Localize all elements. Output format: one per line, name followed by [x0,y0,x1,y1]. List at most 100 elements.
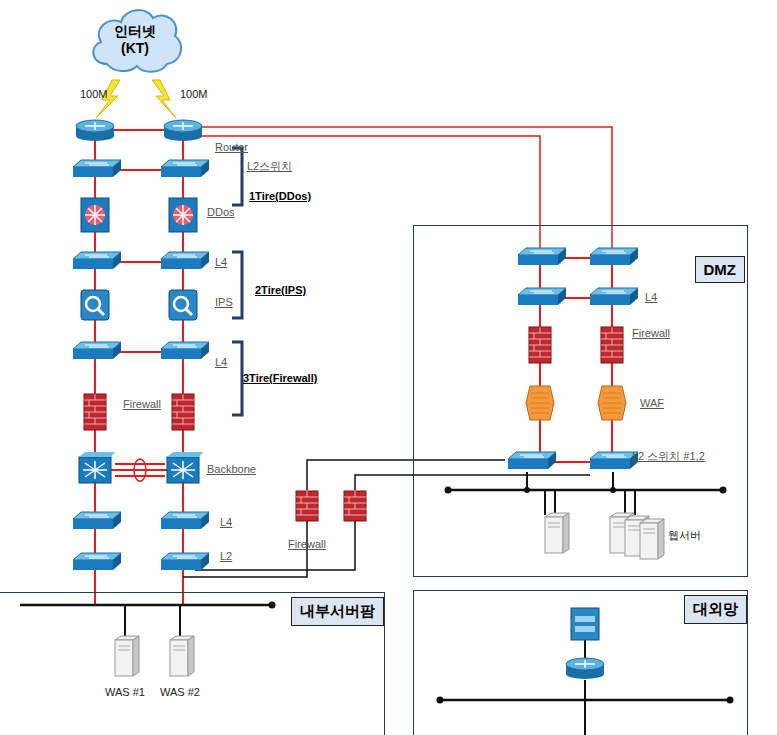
wire [118,650,130,651]
lightning-symbol [152,80,176,118]
wire [584,660,586,668]
wire [183,136,540,258]
wire [173,255,195,256]
zone-heading: 내부서버팜 [291,597,384,626]
drawing-stroke [545,517,563,553]
wire [307,503,308,509]
wire [584,680,586,700]
wire [95,394,96,400]
wire [612,351,613,357]
wire [531,398,549,399]
bus-end [727,697,734,704]
wire [613,523,625,524]
wire [177,400,178,406]
drawing-stroke [161,519,201,529]
drawing-stroke [76,120,114,132]
drawing-stroke [79,452,115,457]
wire [554,490,556,515]
wire [602,291,624,292]
drawing-stroke [113,252,121,269]
wire [195,520,355,570]
gateway-icon [571,608,599,640]
drawing-stroke [518,295,558,305]
wire [183,127,612,258]
device-label: 100M [80,88,108,101]
wire [602,251,624,252]
wire [307,491,308,497]
waf-icon [526,386,554,420]
device-label: 1Tire(DDos) [249,190,311,203]
wire [606,345,607,351]
wire [85,255,107,256]
wire [628,526,640,527]
wire [603,398,621,399]
zone-region: 내부서버팜 [0,592,385,735]
wire [643,529,655,530]
ddos-icon [169,198,197,232]
device-label: Backbone [207,463,256,476]
wire [173,345,195,346]
backbone-icon [79,457,111,483]
bus-end [269,602,276,609]
firewall-icon [344,491,366,521]
zone-heading: 대외망 [684,595,747,624]
switch-icon [73,553,121,560]
drawing-stroke [566,658,604,670]
wire [540,327,541,333]
wire [173,646,185,647]
wire [448,489,723,492]
drawing-stroke [113,160,121,177]
wire [524,457,544,458]
drawing-stroke [167,452,203,457]
switch-icon [73,160,121,167]
wire [177,412,178,418]
wire [530,251,552,252]
switch-icon [161,553,209,560]
switch-icon [73,512,121,519]
drawing-stroke [113,512,121,529]
device-label: Router [215,141,248,154]
drawing-stroke [115,640,133,676]
drawing-stroke [575,626,595,632]
wire [85,556,107,557]
wire [355,503,356,509]
switch-icon [161,342,209,349]
wire [612,339,613,345]
wire [177,558,197,559]
wire [183,406,184,412]
switch-icon [590,288,638,295]
cloud-label: 인터넷 (KT) [105,23,165,57]
drawing-stroke [170,640,188,676]
wire [171,469,195,471]
wire [520,455,542,456]
drawing-stroke [73,519,113,529]
wire [355,475,590,490]
drawing-stroke [173,205,193,225]
wire [603,408,621,409]
device-label: 100M [180,88,208,101]
device-label: L4 [645,291,657,304]
device-label: L4 [215,356,227,369]
zone-heading: DMZ [695,256,746,283]
wire [584,640,586,660]
cloud-node: 인터넷 (KT) [85,4,185,76]
wire [603,403,621,404]
wire [232,342,242,415]
drawing-stroke [640,523,658,559]
wire [176,208,190,222]
wire [606,457,626,458]
wire [531,413,549,414]
drawing-stroke [73,560,113,570]
wire [548,523,560,524]
wire [603,413,621,414]
device-label: IPS [215,296,233,309]
drawing-stroke [590,459,630,469]
firewall-icon [84,394,106,430]
cloud-outline [93,10,181,72]
wire [98,309,104,315]
bus-end [720,487,727,494]
wire [124,605,126,640]
drawing-stroke [113,342,121,359]
wire [606,293,626,294]
firewall-icon [296,491,318,521]
